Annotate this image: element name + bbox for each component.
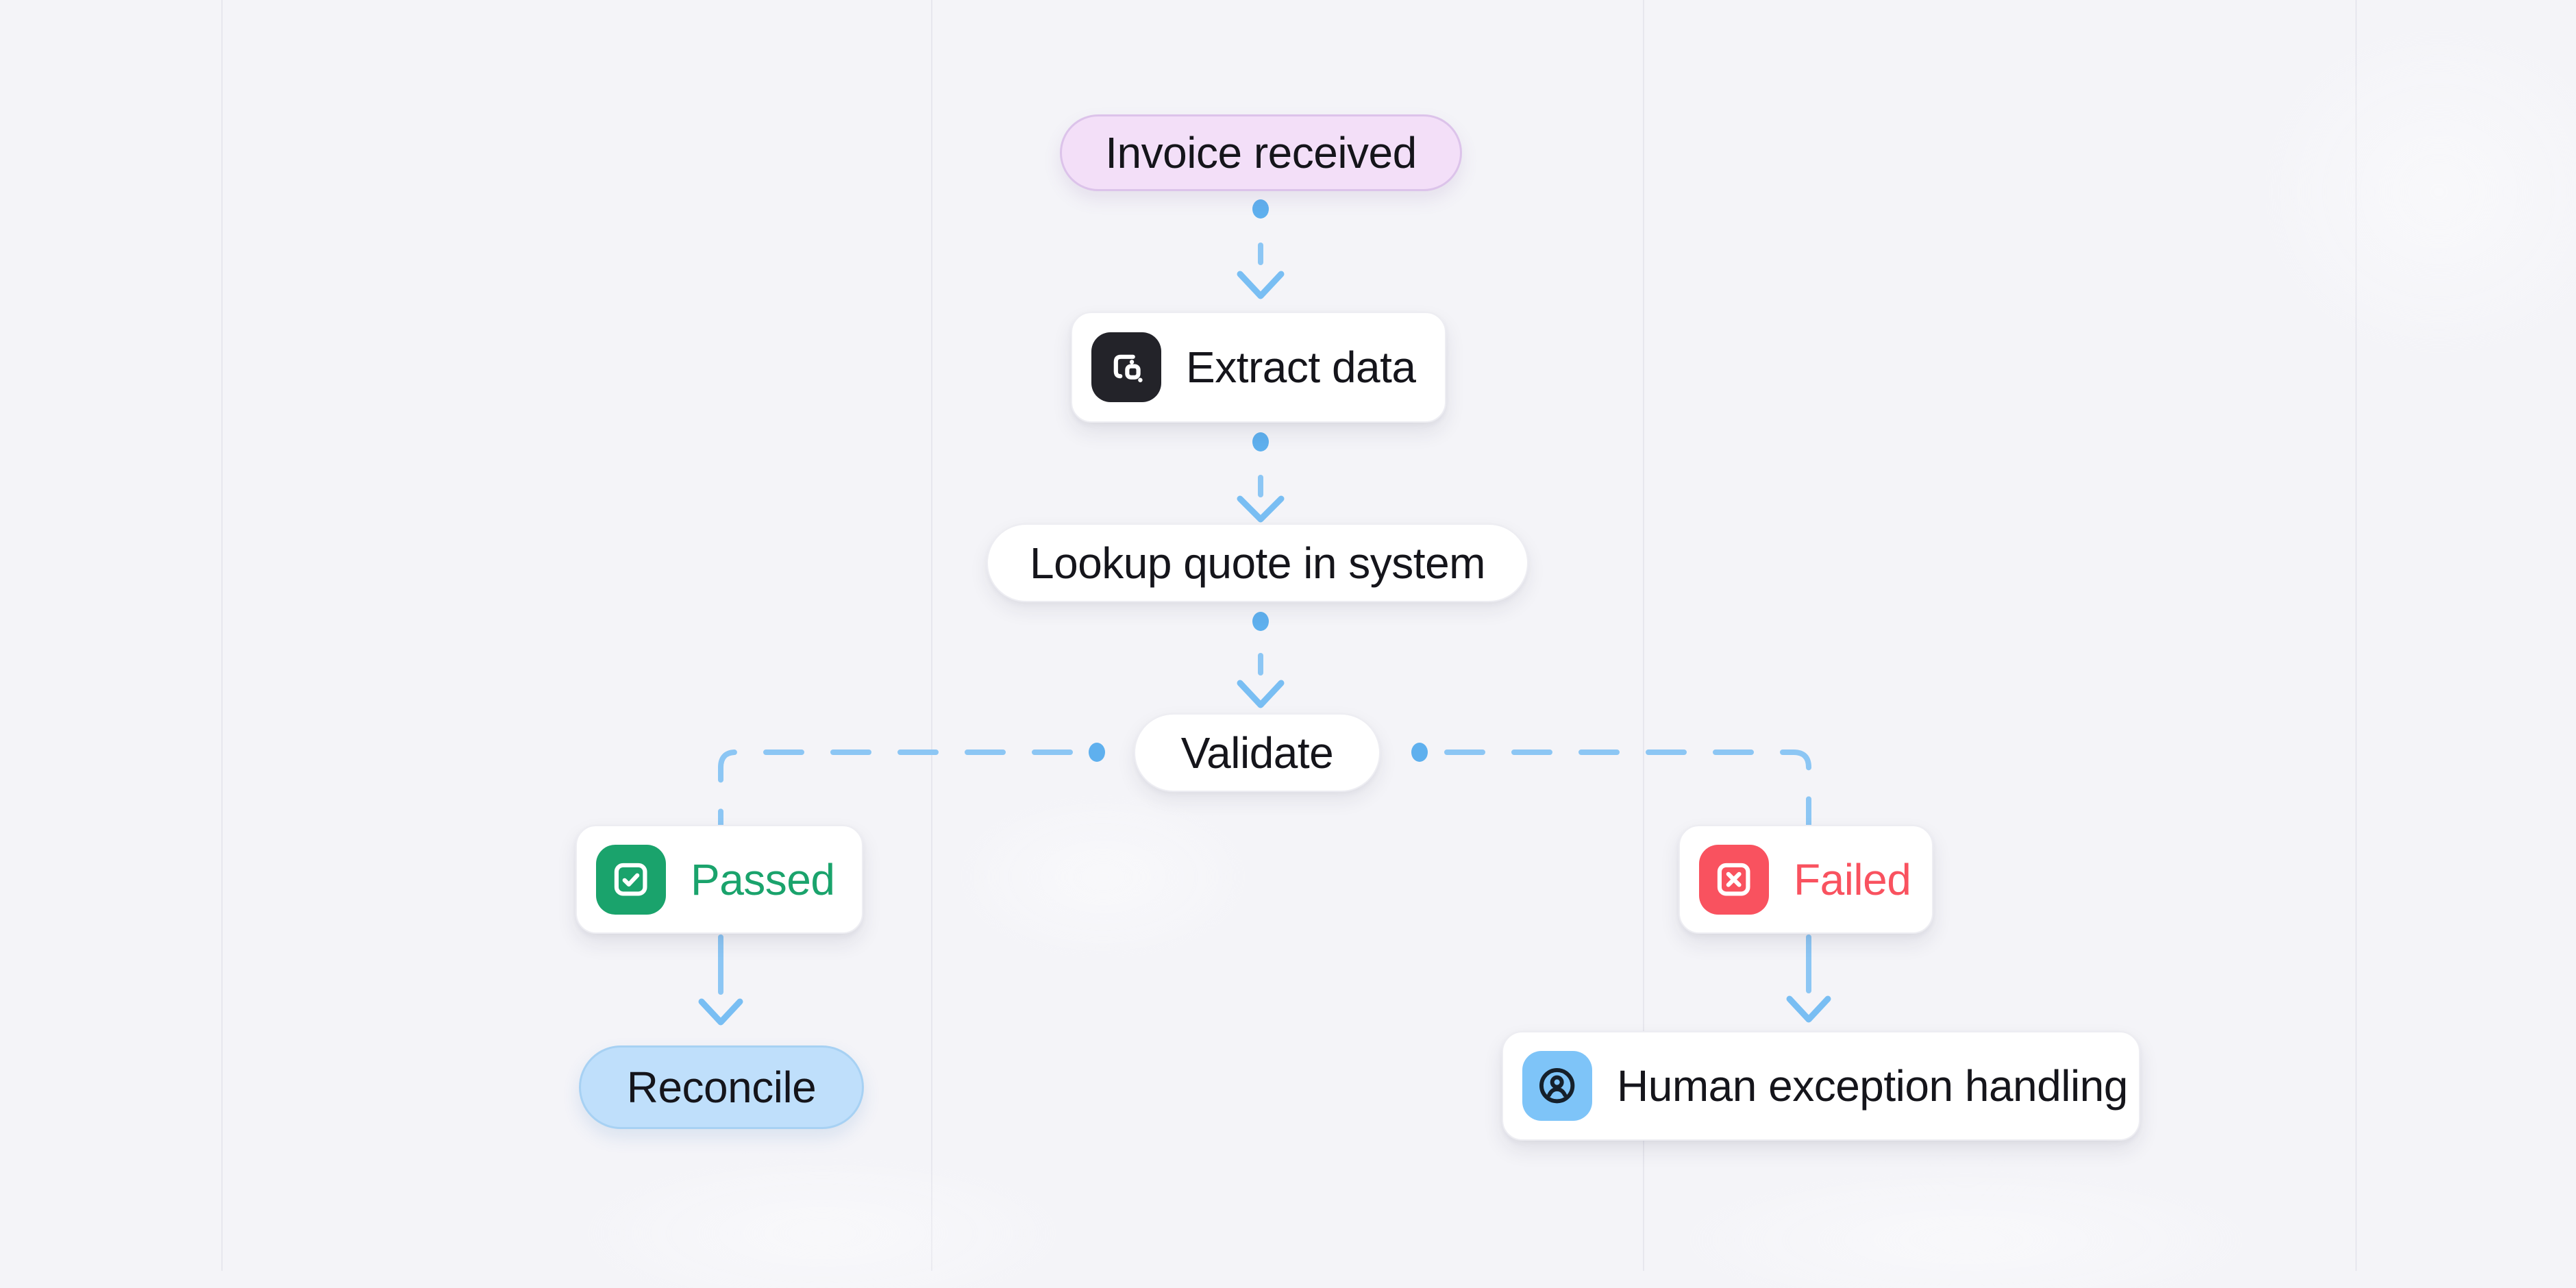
document-scan-icon [1091,332,1161,402]
node-label: Lookup quote in system [1030,538,1485,588]
connector-extract-lookup [1237,432,1285,523]
x-square-icon [1699,844,1769,915]
node-label: Validate [1180,728,1334,778]
connector-validate-failed [1411,743,1811,828]
connector-invoice-extract [1237,199,1285,299]
node-validate[interactable]: Validate [1134,713,1380,792]
check-square-icon [596,844,666,915]
node-label: Invoice received [1105,128,1417,177]
node-label: Reconcile [626,1063,817,1112]
node-label: Human exception handling [1617,1061,2128,1111]
connector-validate-passed [718,743,1105,828]
user-circle-icon [1522,1051,1592,1121]
node-extract-data[interactable]: Extract data [1071,312,1446,423]
connector-passed-reconcile [698,934,743,1026]
grid-line [1643,0,1644,1271]
node-invoice-received[interactable]: Invoice received [1060,114,1462,191]
node-reconcile[interactable]: Reconcile [579,1045,864,1129]
node-failed[interactable]: Failed [1679,825,1933,934]
grid-line [221,0,223,1271]
connector-lookup-validate [1237,612,1285,708]
grid-line [931,0,932,1271]
node-lookup-quote[interactable]: Lookup quote in system [987,523,1528,602]
node-human-exception-handling[interactable]: Human exception handling [1502,1031,2140,1141]
node-label: Extract data [1186,343,1416,392]
node-label: Failed [1794,854,1911,904]
connector-failed-human [1786,934,1831,1023]
grid-line [2355,0,2357,1271]
node-passed[interactable]: Passed [575,825,863,934]
node-label: Passed [691,854,835,904]
